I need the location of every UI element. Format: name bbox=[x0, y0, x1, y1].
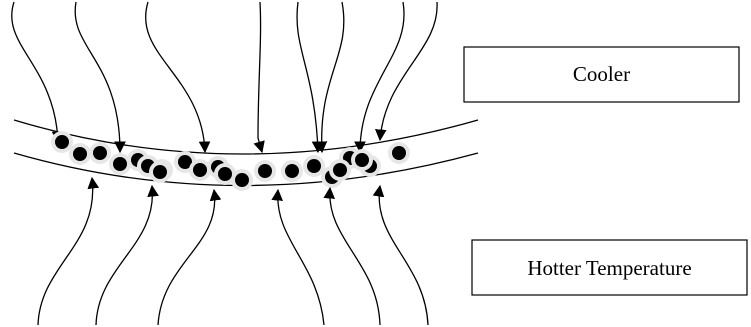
particle bbox=[73, 147, 87, 161]
particle bbox=[333, 163, 347, 177]
lower-field-line bbox=[330, 188, 380, 325]
upper-field-line bbox=[322, 2, 344, 152]
hotter-label: Hotter Temperature bbox=[527, 256, 691, 280]
upper-field-line bbox=[360, 2, 404, 152]
cooler-label: Cooler bbox=[573, 62, 630, 86]
particle bbox=[193, 163, 207, 177]
upper-field-line bbox=[75, 2, 120, 152]
upper-field-line bbox=[380, 2, 437, 140]
particle bbox=[235, 173, 249, 187]
particle bbox=[93, 146, 107, 160]
particle bbox=[113, 157, 127, 171]
upper-field-line bbox=[258, 2, 262, 152]
particle-row bbox=[51, 131, 410, 191]
lower-field-line bbox=[38, 178, 93, 325]
particle bbox=[55, 135, 69, 149]
particle bbox=[218, 167, 232, 181]
upper-field-line bbox=[297, 2, 318, 152]
particle bbox=[307, 159, 321, 173]
lower-field-line bbox=[278, 190, 324, 325]
particle bbox=[285, 164, 299, 178]
particle bbox=[153, 165, 167, 179]
lower-field-lines bbox=[38, 178, 428, 325]
lower-field-line bbox=[96, 186, 152, 325]
lower-field-line bbox=[379, 186, 428, 325]
cooler-label-box: Cooler bbox=[464, 47, 739, 102]
upper-field-line bbox=[146, 2, 205, 152]
hotter-label-box: Hotter Temperature bbox=[472, 240, 747, 295]
upper-field-lines bbox=[12, 2, 437, 152]
particle bbox=[258, 164, 272, 178]
particle bbox=[392, 146, 406, 160]
lower-field-line bbox=[158, 190, 215, 325]
particle bbox=[355, 153, 369, 167]
